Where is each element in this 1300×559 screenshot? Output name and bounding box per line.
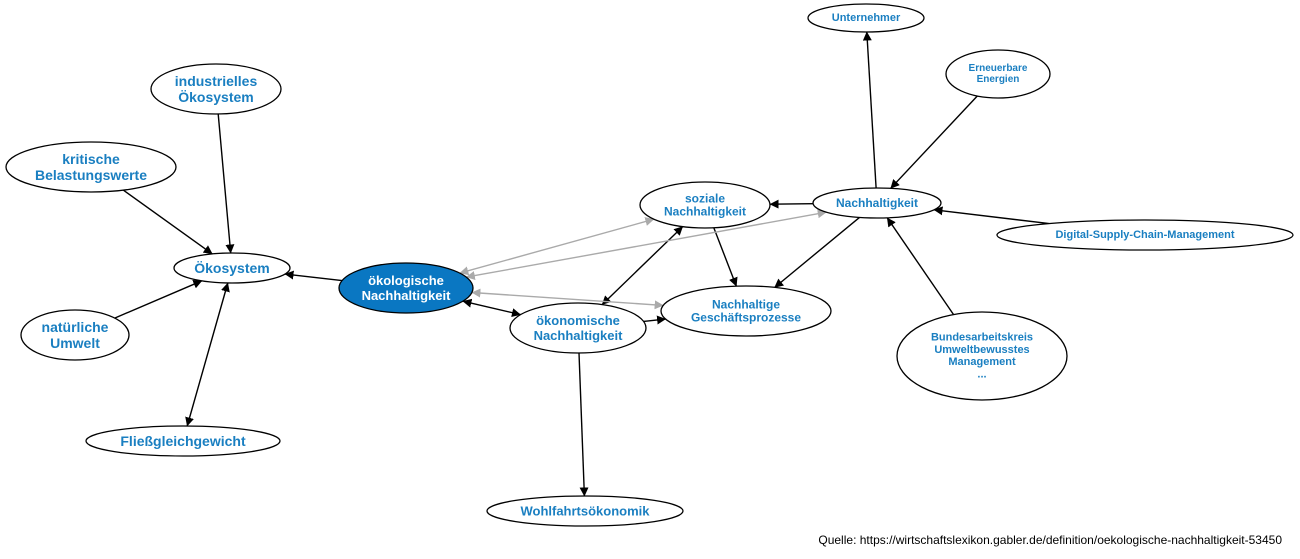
node-nachhaltigkeit[interactable]: Nachhaltigkeit [812, 187, 942, 219]
node-label-oekonomische: Nachhaltigkeit [534, 328, 624, 343]
node-shape-oekologische [338, 262, 474, 314]
node-shape-erneuerbare [945, 49, 1051, 99]
node-shape-natuerliche [20, 309, 130, 361]
edge-oekosystem-fliess [185, 282, 230, 427]
edge-oekologische-geschaeft [471, 288, 664, 310]
edge-layer [114, 31, 1050, 497]
node-shape-digital [996, 219, 1294, 251]
node-digital[interactable]: Digital-Supply-Chain-Management [996, 219, 1294, 251]
node-label-erneuerbare: Energien [977, 74, 1020, 85]
node-label-bundes: Management [948, 356, 1016, 368]
node-label-bundes: Umweltbewusstes [934, 344, 1029, 356]
node-fliess[interactable]: Fließgleichgewicht [85, 425, 281, 457]
node-label-erneuerbare: Erneuerbare [969, 63, 1028, 74]
edge-kritische-oekosystem [122, 189, 213, 255]
node-label-unternehmer: Unternehmer [832, 12, 901, 24]
node-label-wohlfahrt: Wohlfahrtsökonomik [520, 504, 650, 519]
node-label-fliess: Fließgleichgewicht [120, 433, 246, 449]
node-label-kritische: Belastungswerte [35, 167, 147, 183]
node-label-oekosystem: Ökosystem [194, 260, 269, 276]
node-label-natuerliche: natürliche [42, 319, 109, 335]
node-label-geschaeft: Nachhaltige [712, 297, 780, 311]
edge-oekologische-oekosystem [284, 270, 343, 282]
edge-oekonomische-soziale [601, 226, 684, 306]
node-label-soziale: Nachhaltigkeit [664, 205, 746, 219]
node-shape-unternehmer [807, 3, 925, 33]
node-shape-oekonomische [509, 302, 647, 354]
node-shape-industrielles [150, 63, 282, 115]
node-shape-geschaeft [660, 285, 832, 337]
edge-oekologische-soziale [459, 217, 655, 276]
edge-oekologische-oekonomische [462, 298, 521, 318]
node-shape-soziale [639, 181, 771, 229]
edge-nachhaltigkeit-soziale [769, 199, 814, 209]
node-label-industrielles: industrielles [175, 73, 258, 89]
edge-nachhaltigkeit-unternehmer [862, 31, 877, 189]
source-citation: Quelle: https://wirtschaftslexikon.gable… [818, 533, 1282, 547]
node-label-bundes: ... [977, 368, 986, 380]
node-unternehmer[interactable]: Unternehmer [807, 3, 925, 33]
node-shape-bundes [896, 311, 1068, 401]
node-label-digital: Digital-Supply-Chain-Management [1055, 229, 1234, 241]
node-shape-wohlfahrt [486, 495, 684, 527]
node-wohlfahrt[interactable]: Wohlfahrtsökonomik [486, 495, 684, 527]
edge-soziale-geschaeft [713, 227, 738, 287]
node-shape-fliess [85, 425, 281, 457]
node-shape-kritische [5, 141, 177, 193]
node-layer: ökologischeNachhaltigkeitÖkosystemindust… [5, 3, 1294, 527]
node-oekosystem[interactable]: Ökosystem [173, 252, 291, 284]
node-shape-oekosystem [173, 252, 291, 284]
edge-oekonomische-wohlfahrt [578, 352, 589, 497]
node-label-oekologische: ökologische [368, 273, 444, 288]
edge-natuerliche-oekosystem [114, 280, 203, 319]
node-label-oekonomische: ökonomische [536, 313, 620, 328]
node-label-oekologische: Nachhaltigkeit [362, 288, 452, 303]
node-label-natuerliche: Umwelt [50, 335, 100, 351]
node-label-bundes: Bundesarbeitskreis [931, 332, 1033, 344]
node-label-nachhaltigkeit: Nachhaltigkeit [836, 196, 918, 210]
edge-industrielles-oekosystem [217, 113, 235, 254]
edge-oekonomische-geschaeft [643, 315, 667, 325]
node-label-geschaeft: Geschäftsprozesse [691, 311, 801, 325]
node-shape-nachhaltigkeit [812, 187, 942, 219]
node-label-industrielles: Ökosystem [178, 89, 253, 105]
node-bundes[interactable]: BundesarbeitskreisUmweltbewusstesManagem… [896, 311, 1068, 401]
edge-oekologische-nachhaltigkeit [465, 209, 827, 281]
edge-bundes-nachhaltigkeit [886, 217, 955, 315]
edge-nachhaltigkeit-geschaeft [774, 216, 860, 289]
edge-digital-nachhaltigkeit [933, 206, 1050, 225]
node-label-kritische: kritische [62, 151, 120, 167]
node-label-soziale: soziale [685, 191, 725, 205]
edge-erneuerbare-nachhaltigkeit [890, 95, 978, 189]
